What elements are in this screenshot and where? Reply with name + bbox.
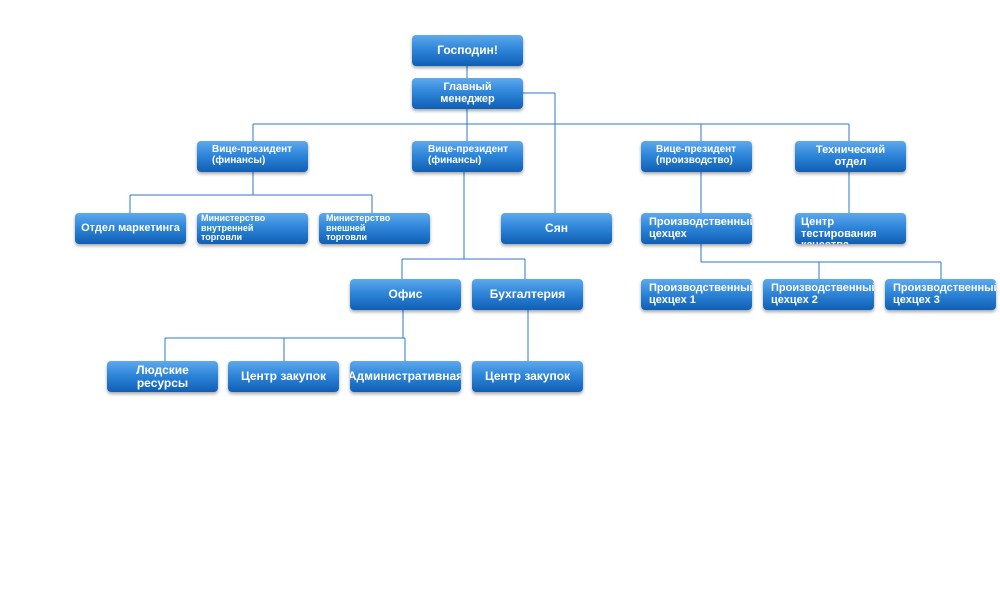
node-label: Производственный цехцех 1 bbox=[649, 282, 752, 306]
node-vp-production[interactable]: Вице-президент (производство) bbox=[641, 141, 752, 172]
node-label: Людские ресурсы bbox=[136, 362, 189, 390]
node-boss[interactable]: Господин! bbox=[412, 35, 523, 66]
node-marketing[interactable]: Отдел маркетинга bbox=[75, 213, 186, 244]
node-label: Вице-президент (производство) bbox=[656, 144, 737, 166]
node-domestic-trade-ministry[interactable]: Министерство внутренней торговли bbox=[197, 213, 308, 244]
node-office[interactable]: Офис bbox=[350, 279, 461, 310]
node-label: Министерство внешней торговли bbox=[326, 213, 391, 243]
node-procurement-center-1[interactable]: Центр закупок bbox=[228, 361, 339, 392]
node-vp-finance-2[interactable]: Вице-президент (финансы) bbox=[412, 141, 523, 172]
node-label: Министерство внутренней торговли bbox=[201, 213, 266, 243]
node-production-shop-2[interactable]: Производственный цехцех 2 bbox=[763, 279, 874, 310]
node-label: Сян bbox=[545, 221, 568, 236]
node-production-shop-1[interactable]: Производственный цехцех 1 bbox=[641, 279, 752, 310]
node-accounting[interactable]: Бухгалтерия bbox=[472, 279, 583, 310]
node-label: Производственный цехцех bbox=[649, 216, 752, 240]
node-label: Производственный цехцех 3 bbox=[893, 282, 996, 306]
node-label: Производственный цехцех 2 bbox=[771, 282, 874, 306]
node-syan[interactable]: Сян bbox=[501, 213, 612, 244]
node-label: Вице-президент (финансы) bbox=[212, 144, 293, 166]
node-label: Офис bbox=[388, 287, 423, 302]
node-label: Центр тестирования качества bbox=[801, 216, 877, 244]
node-vp-finance-1[interactable]: Вице-президент (финансы) bbox=[197, 141, 308, 172]
node-procurement-center-2[interactable]: Центр закупок bbox=[472, 361, 583, 392]
node-label: Административная bbox=[350, 369, 461, 384]
node-label: Вице-президент (финансы) bbox=[428, 144, 509, 166]
node-general-manager[interactable]: Главный менеджер bbox=[412, 78, 523, 109]
node-label: Центр закупок bbox=[240, 369, 327, 384]
node-technical-department[interactable]: Технический отдел bbox=[795, 141, 906, 172]
node-production-shop-3[interactable]: Производственный цехцех 3 bbox=[885, 279, 996, 310]
node-production-shop[interactable]: Производственный цехцех bbox=[641, 213, 752, 244]
node-human-resources[interactable]: Людские ресурсы bbox=[107, 361, 218, 392]
node-label: Господин! bbox=[437, 43, 498, 58]
node-label: Центр закупок bbox=[484, 369, 571, 384]
node-label: Главный менеджер bbox=[440, 80, 495, 105]
node-label: Отдел маркетинга bbox=[81, 221, 180, 234]
node-label: Технический отдел bbox=[815, 143, 886, 168]
node-foreign-trade-ministry[interactable]: Министерство внешней торговли bbox=[319, 213, 430, 244]
node-administrative[interactable]: Административная bbox=[350, 361, 461, 392]
node-label: Бухгалтерия bbox=[489, 287, 566, 302]
node-quality-testing-center[interactable]: Центр тестирования качества bbox=[795, 213, 906, 244]
